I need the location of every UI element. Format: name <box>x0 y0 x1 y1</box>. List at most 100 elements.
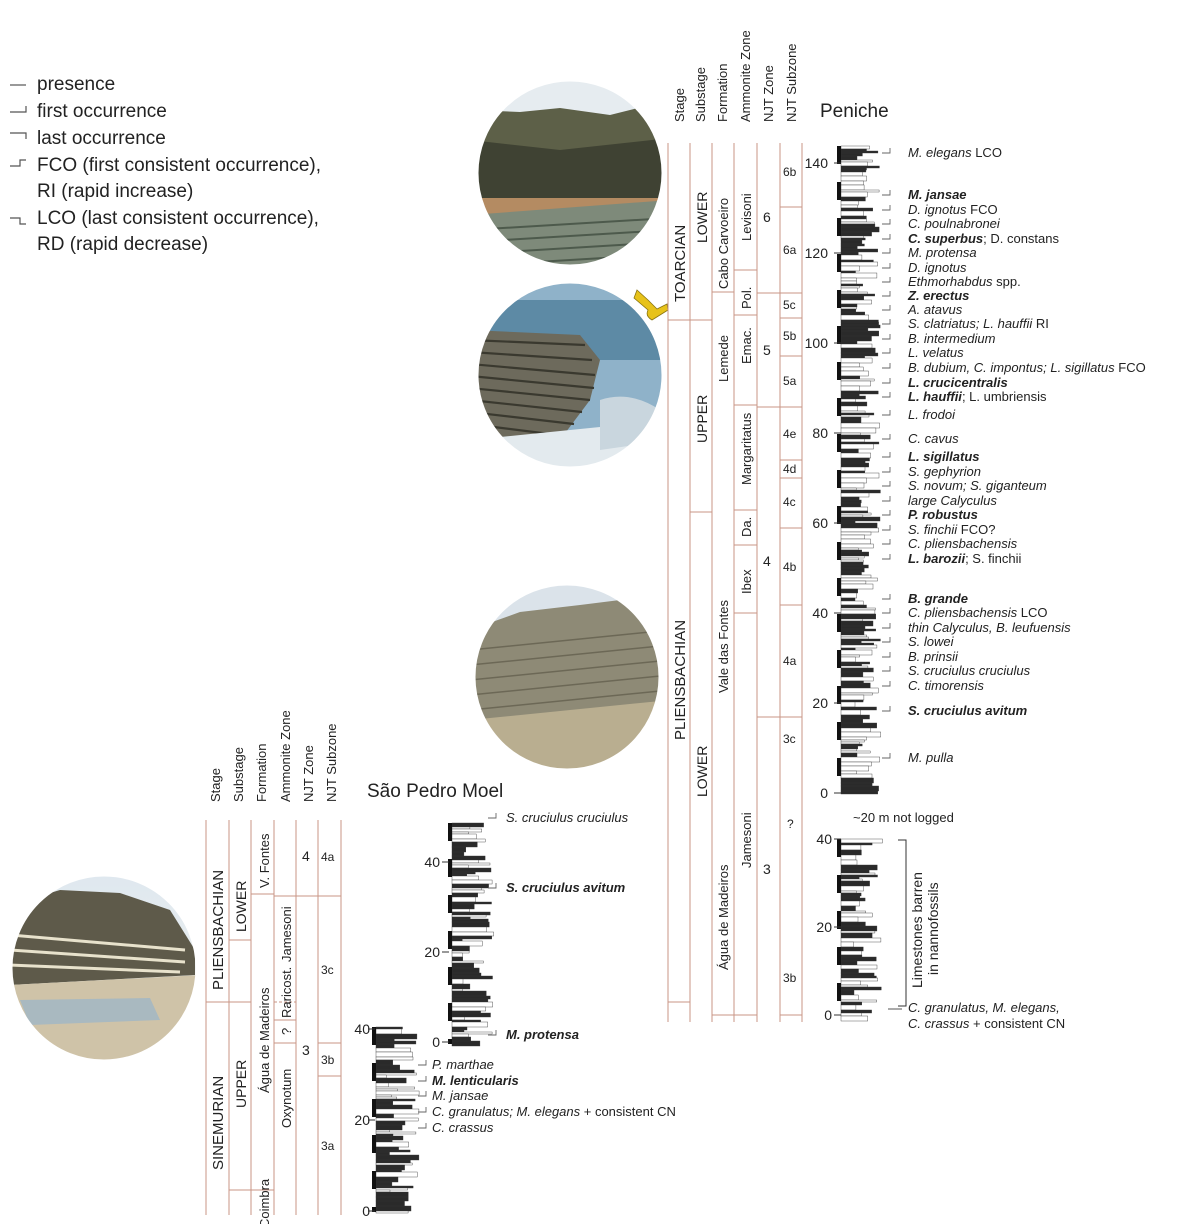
scale-bar-segment <box>837 146 841 164</box>
log-bed <box>451 873 468 877</box>
log-bed <box>840 739 865 743</box>
event-label: S. novum; S. giganteum <box>908 478 1047 493</box>
ammonite-levisoni: Levisoni <box>739 193 754 241</box>
scale-bar-segment <box>837 398 841 416</box>
header-stage: Stage <box>208 768 223 802</box>
log-bed <box>840 466 866 472</box>
log-bed <box>840 248 878 253</box>
log-bed <box>840 567 865 573</box>
log-bed <box>840 196 866 202</box>
header-substage: Substage <box>693 67 708 122</box>
log-bed <box>451 938 463 942</box>
legend-label: last occurrence <box>37 128 166 149</box>
log-bed <box>840 191 868 198</box>
photo-beach-cliff <box>11 875 197 1061</box>
log-bed <box>840 489 881 494</box>
log-bed <box>840 502 861 508</box>
barren-note: Limestones barren <box>909 872 925 988</box>
log-bed <box>840 680 864 684</box>
log-bed <box>451 1001 493 1008</box>
log-bed <box>840 443 874 450</box>
event-marker <box>882 510 891 516</box>
log-bed <box>840 506 868 512</box>
log-bed <box>840 647 856 651</box>
barren-note: in nannofossils <box>925 882 941 975</box>
event-label: M. protensa <box>908 245 977 260</box>
ammonite-jamesoni: Jamesoni <box>279 906 294 962</box>
event-marker <box>882 263 891 269</box>
event-marker <box>882 434 891 440</box>
event-label: C. crassus + consistent CN <box>908 1016 1065 1031</box>
event-label: C. granulatus, M. elegans, <box>908 1000 1060 1015</box>
log-bed <box>375 1129 390 1133</box>
log-bed <box>840 210 864 217</box>
peniche-strat-table <box>667 143 803 1022</box>
legend-label: FCO (first consistent occurrence), <box>37 155 321 176</box>
log-bed <box>840 308 857 313</box>
log-bed <box>840 770 857 775</box>
log-bed <box>451 1026 468 1031</box>
log-bed <box>375 1181 393 1187</box>
log-bed <box>840 200 859 206</box>
event-label: P. robustus <box>908 507 978 522</box>
log-bed <box>840 634 867 638</box>
log-bed <box>840 231 872 237</box>
event-marker <box>882 652 891 658</box>
event-marker <box>882 525 891 531</box>
log-bed <box>840 849 862 856</box>
log-bed <box>375 1051 413 1058</box>
log-bed <box>840 512 872 516</box>
log-bed <box>840 921 866 927</box>
njt-zone-6: 6 <box>763 209 771 225</box>
log-bed <box>840 975 877 979</box>
stage-sinemurian: SINEMURIAN <box>210 1076 227 1170</box>
event-marker <box>882 219 891 225</box>
event-marker <box>882 291 891 297</box>
log-bed <box>840 750 871 754</box>
log-bed <box>451 901 492 905</box>
event-label: B. grande <box>908 591 968 606</box>
log-bed <box>451 990 487 997</box>
event-label: B. dubium, C. impontus; L. sigillatus FC… <box>908 360 1146 375</box>
scale-bar-segment <box>837 182 841 200</box>
section-title-peniche: Peniche <box>820 101 889 122</box>
event-marker <box>418 1091 427 1097</box>
log-bed <box>375 1164 405 1171</box>
event-marker <box>418 1107 427 1113</box>
njt-subzone-4d: 4d <box>783 462 796 476</box>
event-label: L. crucicentralis <box>908 375 1008 390</box>
log-bed <box>840 538 871 545</box>
log-bed <box>840 694 865 701</box>
header-njt-zone: NJT Zone <box>761 65 776 122</box>
log-bed <box>375 1047 411 1053</box>
log-bed <box>840 676 874 682</box>
log-bed <box>840 844 862 851</box>
scale-bar-segment <box>837 434 841 452</box>
log-bed <box>840 561 864 566</box>
log-bed <box>840 630 865 636</box>
log-bed <box>840 743 863 747</box>
log-bed <box>375 1064 400 1071</box>
log-bed <box>840 1009 872 1014</box>
log-bed <box>840 925 878 932</box>
event-marker <box>882 452 891 458</box>
log-bed <box>451 846 467 853</box>
log-bed <box>840 441 880 445</box>
event-label: L. barozii; S. finchii <box>908 551 1022 566</box>
log-bed <box>840 1004 857 1011</box>
header-stage: Stage <box>672 88 687 122</box>
log-bed <box>451 1010 481 1014</box>
log-bed <box>840 620 874 627</box>
log-bed <box>451 1019 481 1023</box>
log-bed <box>451 822 484 828</box>
event-marker <box>882 539 891 545</box>
log-bed <box>451 1016 465 1021</box>
log-bed <box>840 555 865 559</box>
log-bed <box>840 872 876 876</box>
log-bed <box>451 838 486 843</box>
log-bed <box>451 828 482 833</box>
log-bed <box>840 905 856 912</box>
event-marker <box>882 392 891 398</box>
log-bed <box>451 875 479 881</box>
